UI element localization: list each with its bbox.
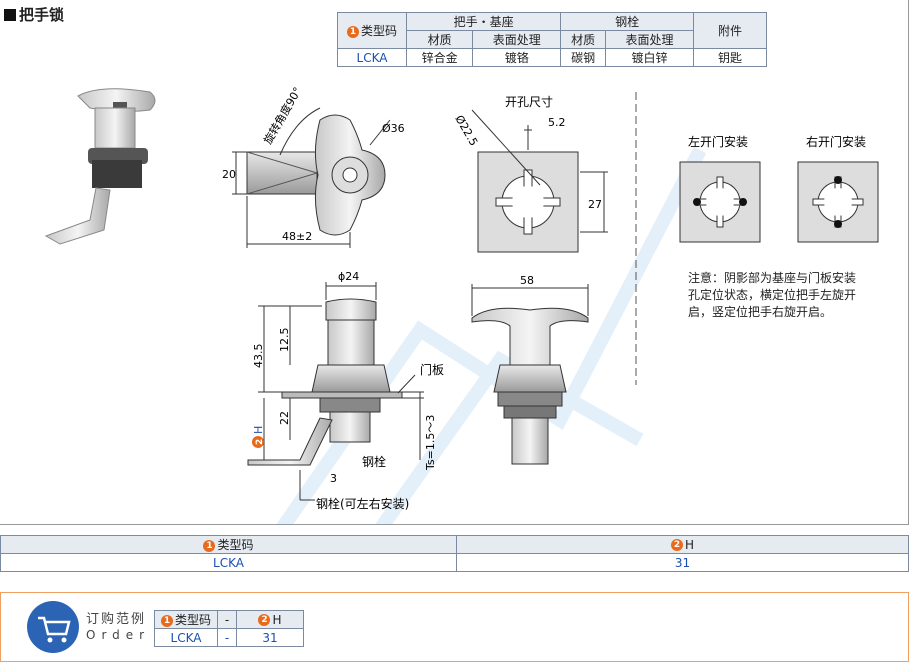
spec-sub-material-1: 材质	[405, 30, 474, 49]
spec-val-1: 锌合金	[405, 48, 474, 67]
spec-val-2: 镀铬	[472, 48, 562, 67]
title-square-icon	[4, 8, 16, 21]
dim-height: 20	[222, 168, 236, 181]
dim-width: 48±2	[282, 230, 312, 243]
install-right-label: 右开门安装	[806, 134, 866, 149]
order-title-cn: 订购范例	[86, 612, 147, 627]
spec-val-4: 镀白锌	[605, 48, 694, 67]
spec-header-accessory: 附件	[693, 12, 767, 49]
bolt-note: 钢栓(可左右安装)	[316, 496, 409, 511]
spec-type-code: LCKA	[337, 48, 407, 67]
spec-sub-finish-1: 表面处理	[472, 30, 562, 49]
order-dash: -	[217, 628, 237, 647]
dim-d24: ϕ24	[338, 270, 359, 283]
dim-22: 22	[278, 411, 291, 425]
page-title-text: 把手锁	[19, 6, 65, 24]
install-left-drawing	[679, 161, 761, 243]
install-left-label: 左开门安装	[688, 134, 748, 149]
cutout-h: 27	[588, 198, 602, 211]
dim-58: 58	[520, 274, 534, 287]
door-label: 门板	[420, 362, 444, 377]
dim-diameter: Ø36	[382, 122, 405, 135]
page-title: 把手锁	[4, 4, 64, 25]
spec-header-bolt: 钢栓	[560, 12, 694, 31]
spec-val-5: 钥匙	[693, 48, 767, 67]
cutout-w: 5.2	[548, 116, 566, 129]
cutout-title: 开孔尺寸	[505, 95, 553, 109]
drawing-frame	[0, 0, 909, 525]
cutout-d: Ø22.5	[452, 113, 480, 148]
bolt-label: 钢栓	[362, 454, 386, 469]
install-note: 注意：阴影部为基座与门板安装 孔定位状态，横定位把手左旋开 启，竖定位把手右旋开…	[688, 271, 857, 319]
spec-sub-finish-2: 表面处理	[605, 30, 694, 49]
rear-view	[471, 284, 589, 465]
watermark-logo	[275, 146, 707, 525]
dim-43-5: 43.5	[252, 344, 265, 369]
order-type: LCKA	[154, 628, 218, 647]
spec-sub-material-2: 材质	[560, 30, 607, 49]
h-table-type: LCKA	[0, 553, 457, 572]
spec-val-3: 碳钢	[560, 48, 607, 67]
cutout-drawing	[471, 109, 608, 253]
side-view	[247, 282, 424, 501]
order-example	[0, 592, 909, 662]
order-header-dash: -	[217, 610, 237, 629]
install-right-drawing	[797, 161, 879, 243]
dim-h-marker: 2 H	[252, 426, 265, 448]
dim-rotation: 旋转角度90°	[260, 85, 304, 147]
dim-12-5: 12.5	[278, 328, 291, 353]
dim-three: 3	[330, 472, 337, 485]
order-h: 31	[236, 628, 304, 647]
svg-text:H: H	[252, 426, 265, 434]
dim-ts: Ts=1.5～3	[424, 415, 437, 471]
order-title-en: Order	[86, 628, 151, 642]
front-view-top	[232, 107, 391, 248]
h-table-h: 31	[456, 553, 909, 572]
cart-icon	[27, 601, 79, 653]
technical-drawing: 20 48±2 Ø36 旋转角度90° 开孔尺寸 5.2 27 Ø22.5	[44, 85, 879, 525]
svg-text:2: 2	[255, 439, 265, 445]
product-photo	[44, 88, 156, 245]
